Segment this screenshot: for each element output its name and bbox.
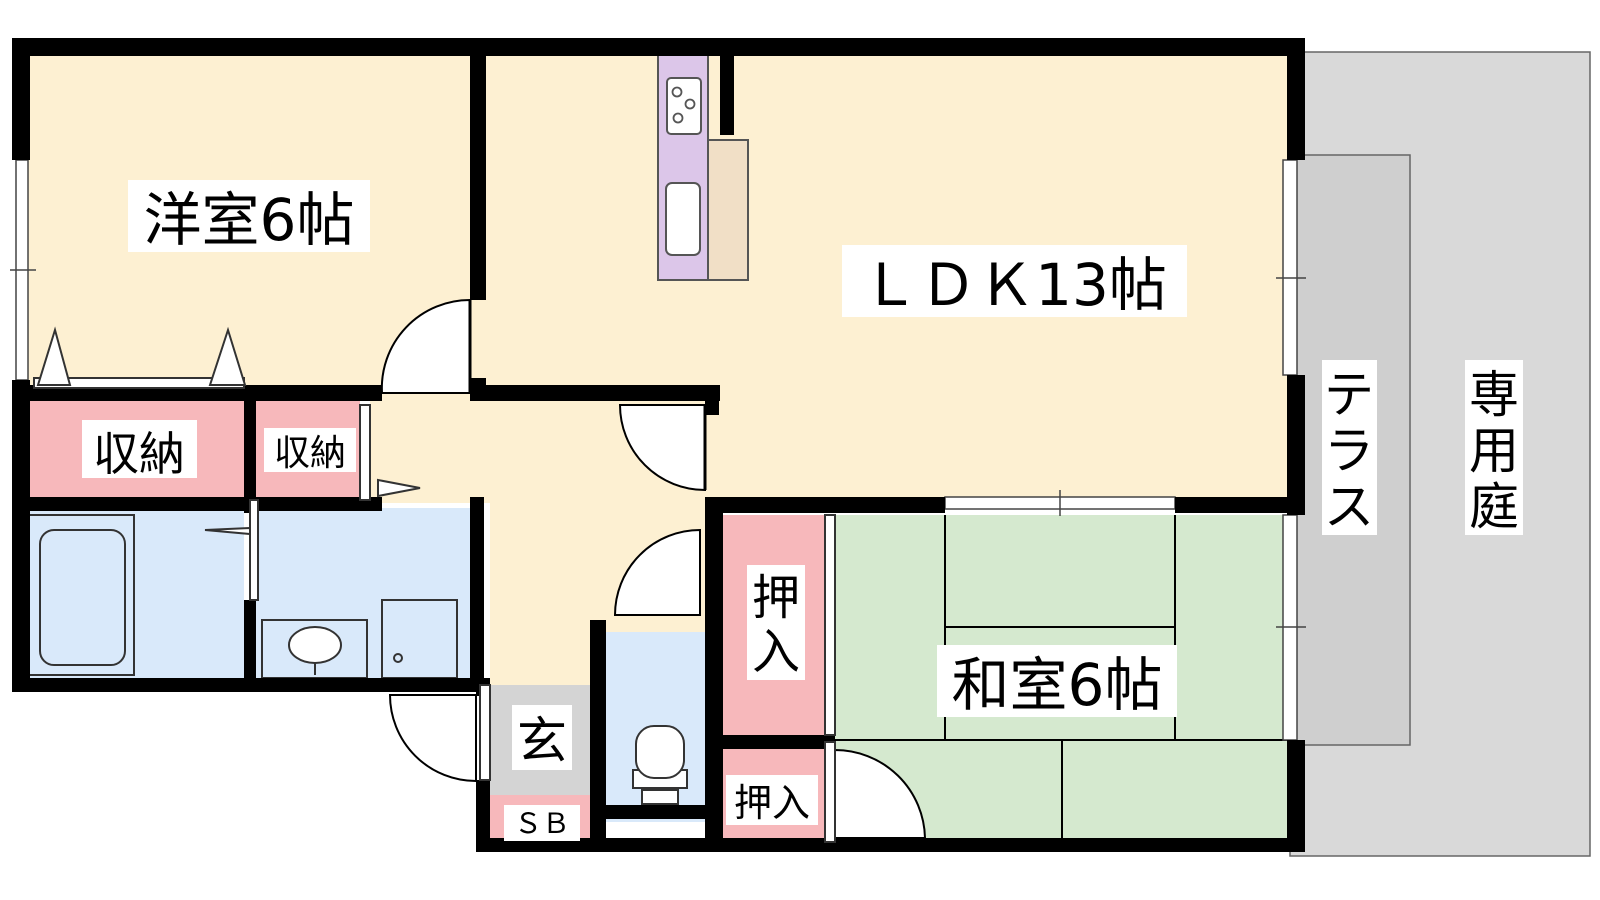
storage-small-label: 収納 bbox=[274, 433, 346, 474]
japanese-room-label: 和室6帖 bbox=[952, 651, 1163, 719]
label-bg bbox=[726, 775, 818, 825]
terrace-label-3: ス bbox=[1324, 478, 1374, 536]
kitchen-side-shelf bbox=[707, 139, 749, 281]
terrace-label-1: テ bbox=[1324, 366, 1374, 424]
garden-label-3: 庭 bbox=[1469, 478, 1519, 536]
label-bg bbox=[1465, 360, 1523, 535]
closet-door-marker bbox=[204, 526, 251, 536]
door-western bbox=[380, 298, 471, 394]
window-ldk-right bbox=[1282, 159, 1298, 376]
door-ldk bbox=[618, 404, 706, 492]
label-bg bbox=[512, 705, 572, 770]
western-room-label: 洋室6帖 bbox=[144, 186, 355, 254]
closet-door-marker bbox=[208, 326, 247, 386]
door-oshiire bbox=[834, 748, 927, 839]
burner-icon bbox=[672, 112, 684, 124]
oshiire-upper-label-1: 押 bbox=[752, 570, 800, 626]
closet-door-marker bbox=[377, 478, 421, 498]
door-corridor bbox=[613, 528, 701, 616]
shoebox-label: ＳＢ bbox=[514, 807, 570, 840]
ldk-label: ＬＤＫ13帖 bbox=[861, 251, 1167, 319]
label-bg bbox=[264, 428, 356, 472]
label-bg bbox=[747, 565, 805, 680]
label-bg bbox=[842, 245, 1187, 317]
label-bg bbox=[82, 420, 197, 478]
label-bg bbox=[1322, 360, 1377, 535]
stove-icon bbox=[666, 77, 702, 135]
sink-icon bbox=[665, 182, 701, 256]
walls bbox=[12, 38, 1305, 852]
washbasin-icon bbox=[288, 626, 342, 664]
washing-machine-dial bbox=[393, 653, 403, 663]
storage-large-label: 収納 bbox=[93, 427, 185, 481]
label-bg bbox=[504, 805, 580, 841]
washing-machine-icon bbox=[381, 599, 458, 679]
door-entrance bbox=[388, 694, 477, 783]
genkan-label: 玄 bbox=[517, 712, 567, 770]
label-bg bbox=[937, 645, 1177, 717]
oshiire-upper-label-2: 入 bbox=[752, 624, 800, 680]
sliding-doors bbox=[33, 377, 836, 843]
toilet-icon bbox=[635, 725, 685, 779]
terrace-label-2: ラ bbox=[1324, 422, 1374, 480]
label-bg bbox=[128, 180, 370, 252]
garden-label-1: 専 bbox=[1469, 366, 1519, 424]
bathtub-icon bbox=[39, 529, 126, 666]
closet-door-marker bbox=[36, 326, 72, 386]
burner-icon bbox=[671, 86, 683, 98]
doors bbox=[380, 298, 927, 839]
garden-label-2: 用 bbox=[1469, 422, 1519, 480]
oshiire-lower-label: 押入 bbox=[734, 781, 810, 825]
burner-icon bbox=[684, 98, 696, 110]
